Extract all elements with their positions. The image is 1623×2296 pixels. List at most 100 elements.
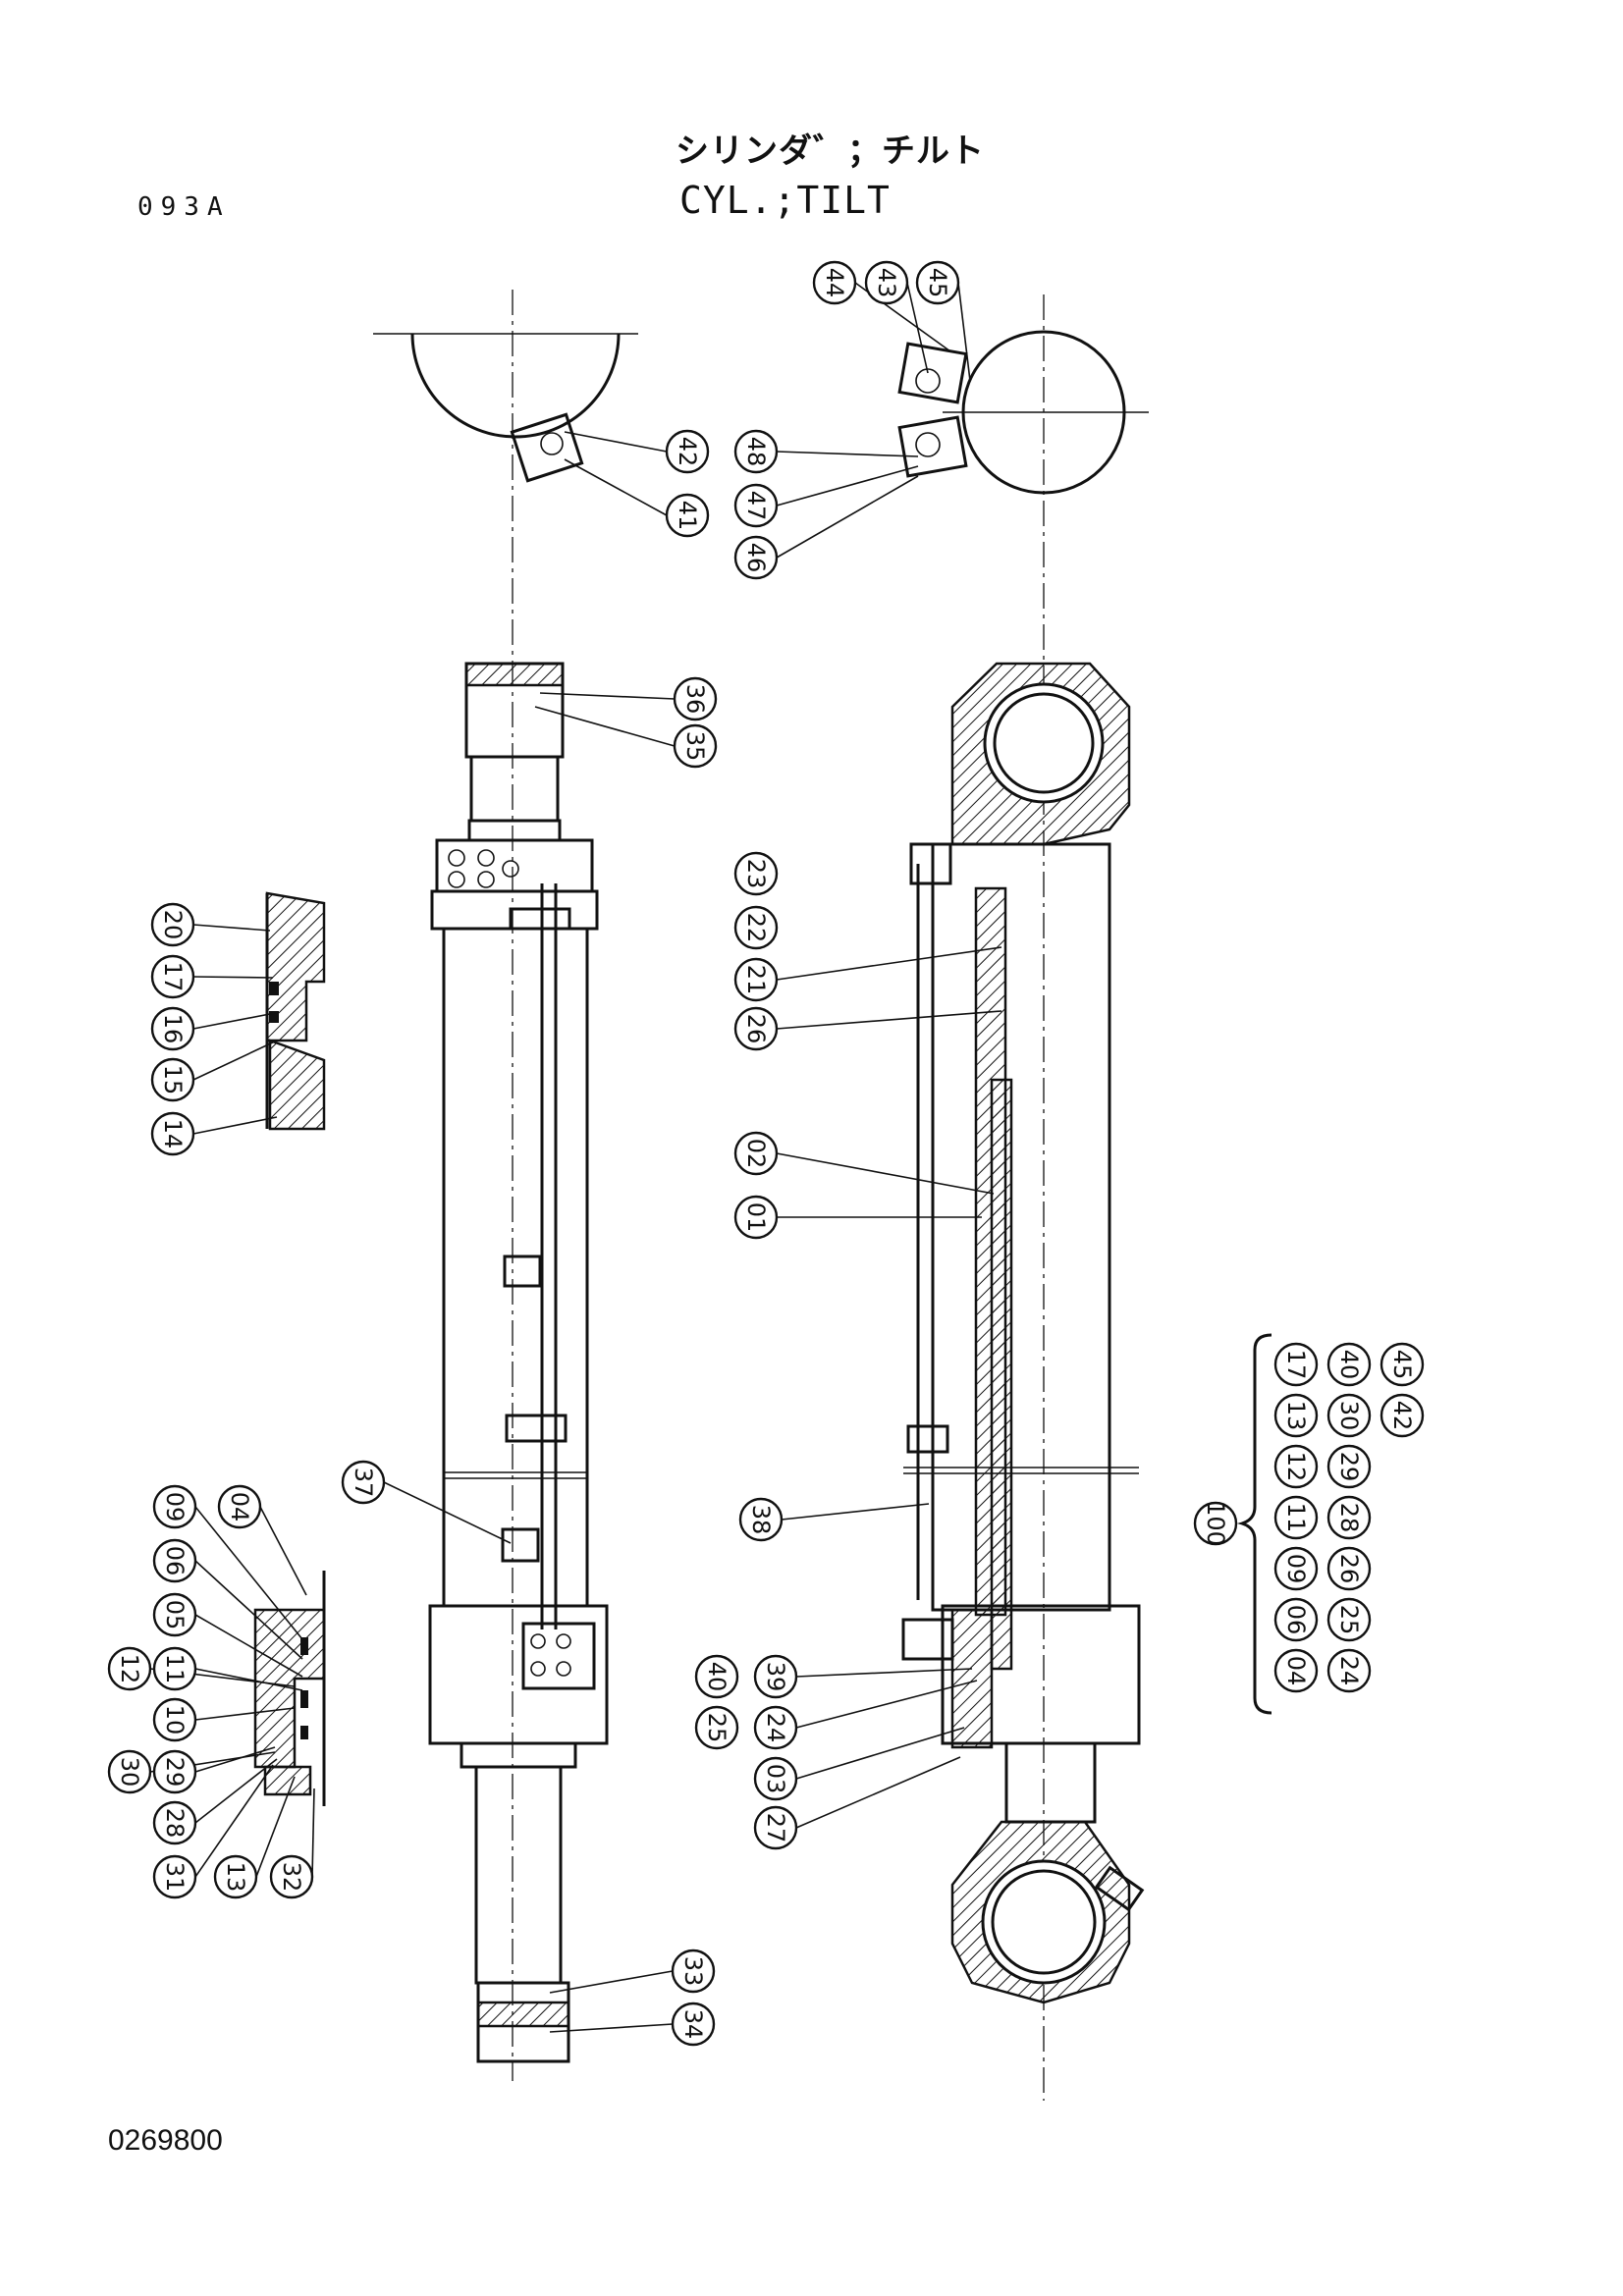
callout-09: 09 xyxy=(1273,1546,1319,1591)
callout-label: 24 xyxy=(762,1713,789,1743)
leader-line-48 xyxy=(776,451,919,457)
leader-line-03 xyxy=(795,1727,965,1780)
callout-21: 21 xyxy=(733,957,779,1002)
callout-label: 23 xyxy=(742,859,770,889)
cylinder-section-view xyxy=(897,294,1149,2101)
leader-line-13 xyxy=(255,1776,296,1878)
callout-label: 31 xyxy=(161,1862,189,1893)
callout-11: 11 xyxy=(1273,1495,1319,1540)
callout-bubbles: 0102030405060910111213141516172021222324… xyxy=(107,260,1425,2047)
callout-circle xyxy=(1326,1546,1372,1591)
callout-label: 44 xyxy=(821,268,848,298)
cylinder-barrel xyxy=(442,927,589,1608)
callout-label: 09 xyxy=(1282,1554,1310,1584)
leader-line-38 xyxy=(781,1503,930,1521)
tube-clamp xyxy=(501,1527,540,1563)
leader-line-09 xyxy=(194,1506,303,1640)
callout-03: 03 xyxy=(753,1756,798,1801)
callout-circle xyxy=(1273,1495,1319,1540)
kit-brace xyxy=(1236,1333,1272,1715)
grease-fitting xyxy=(1094,1865,1145,1912)
callout-20: 20 xyxy=(150,902,195,947)
callout-40: 40 xyxy=(694,1654,739,1699)
callout-label: 42 xyxy=(674,437,701,467)
callout-25: 25 xyxy=(1326,1597,1372,1642)
callout-label: 32 xyxy=(278,1862,305,1893)
callout-12: 12 xyxy=(107,1646,152,1691)
leader-line-33 xyxy=(549,1970,674,1994)
callout-label: 25 xyxy=(703,1713,730,1743)
bolt-icon xyxy=(540,432,564,455)
callout-label: 28 xyxy=(1335,1503,1363,1533)
callout-11: 11 xyxy=(152,1646,197,1691)
callout-circle xyxy=(150,954,195,999)
callout-circle xyxy=(1380,1342,1425,1387)
callout-circle xyxy=(812,260,857,305)
callout-circle xyxy=(150,1111,195,1156)
leader-line-42 xyxy=(564,431,668,453)
callout-label: 30 xyxy=(1335,1401,1363,1431)
rod-end-bushing xyxy=(476,2001,570,2028)
callout-label: 26 xyxy=(742,1014,770,1044)
callout-circle xyxy=(733,1131,779,1176)
bolt-icon xyxy=(556,1633,571,1649)
callout-label: 47 xyxy=(742,491,770,521)
callout-label: 11 xyxy=(1282,1503,1310,1533)
head-neck xyxy=(469,755,560,823)
seal-ring xyxy=(269,982,279,995)
callout-circle xyxy=(1273,1597,1319,1642)
barrel-section xyxy=(931,842,1111,1612)
callout-circle xyxy=(1326,1342,1372,1387)
callout-17: 17 xyxy=(1273,1342,1319,1387)
callout-circle xyxy=(150,1006,195,1051)
rod-section xyxy=(1004,1741,1097,1824)
callout-circle xyxy=(1273,1393,1319,1438)
wiper-section xyxy=(263,1765,312,1796)
callout-34: 34 xyxy=(671,2002,716,2047)
head-bushing xyxy=(993,692,1095,794)
leader-line-16 xyxy=(192,1012,276,1030)
callout-label: 29 xyxy=(1335,1452,1363,1482)
head-pin-boss xyxy=(410,333,621,439)
callout-circle xyxy=(733,1195,779,1240)
callout-circle xyxy=(1326,1648,1372,1693)
callout-circle xyxy=(733,535,779,580)
callout-33: 33 xyxy=(671,1949,716,1994)
bolt-icon xyxy=(448,871,465,888)
callout-circle xyxy=(341,1460,386,1505)
callout-label: 40 xyxy=(1335,1350,1363,1380)
leader-line-28 xyxy=(194,1758,278,1824)
seal-ring xyxy=(300,1690,308,1708)
callout-04: 04 xyxy=(1273,1648,1319,1693)
drawing-number: 0269800 xyxy=(108,2124,223,2157)
tube-clamp xyxy=(505,1414,568,1443)
leader-line-41 xyxy=(564,458,668,516)
callout-circle xyxy=(864,260,909,305)
leader-lines xyxy=(149,282,1002,2033)
tube-clamp xyxy=(509,907,571,931)
callout-45: 45 xyxy=(1380,1342,1425,1387)
callout-circle xyxy=(213,1854,258,1899)
callout-circle xyxy=(753,1654,798,1699)
callout-circle xyxy=(753,1705,798,1750)
callout-circle xyxy=(733,483,779,528)
callout-30: 30 xyxy=(1326,1393,1372,1438)
leader-line-14 xyxy=(192,1116,278,1135)
cylinder-exterior-view xyxy=(373,290,638,2081)
callout-label: 10 xyxy=(161,1705,189,1735)
tube-clamp xyxy=(503,1255,542,1288)
callout-circle xyxy=(1273,1648,1319,1693)
callout-label: 28 xyxy=(161,1808,189,1839)
callout-14: 14 xyxy=(150,1111,195,1156)
bolt-icon xyxy=(502,860,519,878)
head-collar xyxy=(467,819,562,842)
bolt-block xyxy=(901,1618,954,1661)
callout-02: 02 xyxy=(733,1131,779,1176)
callout-42: 42 xyxy=(1380,1393,1425,1438)
callout-label: 48 xyxy=(742,437,770,467)
top-clamp-block xyxy=(435,838,594,893)
callout-circle xyxy=(152,1800,197,1845)
leader-line-15 xyxy=(192,1040,278,1081)
leader-line-45 xyxy=(957,282,971,382)
seal-ring xyxy=(269,1011,279,1023)
